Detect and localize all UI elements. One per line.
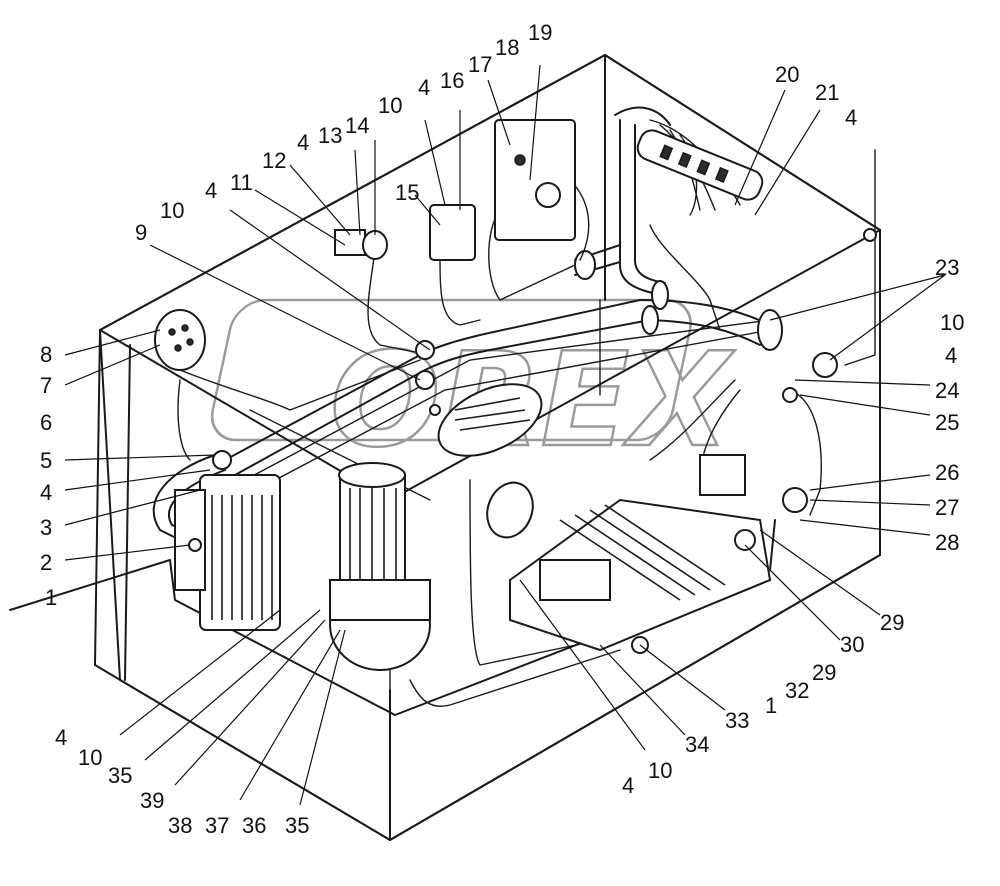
- callout-29b: 29: [812, 660, 836, 685]
- callout-6: 6: [40, 410, 52, 435]
- callout-23: 23: [935, 255, 959, 280]
- callout-36: 36: [242, 813, 266, 838]
- callout-1: 1: [45, 585, 57, 610]
- heater-radiator: [174, 474, 281, 631]
- callout-9: 9: [135, 220, 147, 245]
- callout-14: 14: [345, 113, 369, 138]
- components: [154, 119, 877, 671]
- callout-29a: 29: [880, 610, 904, 635]
- callout-2: 2: [40, 550, 52, 575]
- vent-grille: [437, 383, 543, 457]
- callout-11: 11: [230, 170, 253, 195]
- callout-18: 18: [495, 35, 519, 60]
- callout-34: 34: [685, 732, 709, 757]
- round-grille: [486, 481, 534, 539]
- callout-21: 21: [815, 80, 839, 105]
- callout-5: 5: [40, 448, 52, 473]
- callout-4b: 4: [297, 130, 309, 155]
- callout-24: 24: [935, 378, 959, 403]
- callouts: 1 2 3 4 5 6 7 8 9 10 4 11 12 4 13 14 10 …: [40, 20, 964, 838]
- relay-15: [429, 204, 476, 261]
- callout-10b: 10: [378, 93, 402, 118]
- callout-10e: 10: [78, 745, 102, 770]
- callout-12: 12: [262, 148, 286, 173]
- callout-33: 33: [725, 708, 749, 733]
- callout-7: 7: [40, 373, 52, 398]
- callout-19: 19: [528, 20, 552, 45]
- control-block: [509, 454, 772, 654]
- callout-1b: 1: [765, 693, 777, 718]
- callout-37: 37: [205, 813, 229, 838]
- horn: [154, 309, 206, 371]
- fan-motor: [329, 462, 431, 671]
- lamp-14: [362, 230, 388, 260]
- callout-15: 15: [395, 180, 419, 205]
- callout-17: 17: [468, 52, 492, 77]
- callout-30: 30: [840, 632, 864, 657]
- callout-27: 27: [935, 495, 959, 520]
- terminal-strip: [636, 129, 764, 201]
- callout-4f: 4: [622, 773, 634, 798]
- callout-4g: 4: [55, 725, 67, 750]
- callout-16: 16: [440, 68, 464, 93]
- callout-38: 38: [168, 813, 192, 838]
- callout-4c: 4: [418, 75, 430, 100]
- leader-lines: [64, 64, 946, 806]
- callout-4: 4: [40, 480, 52, 505]
- callout-10a: 10: [160, 198, 184, 223]
- callout-4a: 4: [205, 178, 217, 203]
- callout-10d: 10: [648, 758, 672, 783]
- callout-26: 26: [935, 460, 959, 485]
- callout-3: 3: [40, 515, 52, 540]
- callout-4e: 4: [945, 343, 957, 368]
- callout-25: 25: [935, 410, 959, 435]
- callout-8: 8: [40, 342, 52, 367]
- callout-10c: 10: [940, 310, 964, 335]
- callout-20: 20: [775, 62, 799, 87]
- callout-32: 32: [785, 678, 809, 703]
- callout-4d: 4: [845, 105, 857, 130]
- callout-35b: 35: [285, 813, 309, 838]
- callout-13: 13: [318, 123, 342, 148]
- callout-39: 39: [140, 788, 164, 813]
- callout-28: 28: [935, 530, 959, 555]
- callout-35a: 35: [108, 763, 132, 788]
